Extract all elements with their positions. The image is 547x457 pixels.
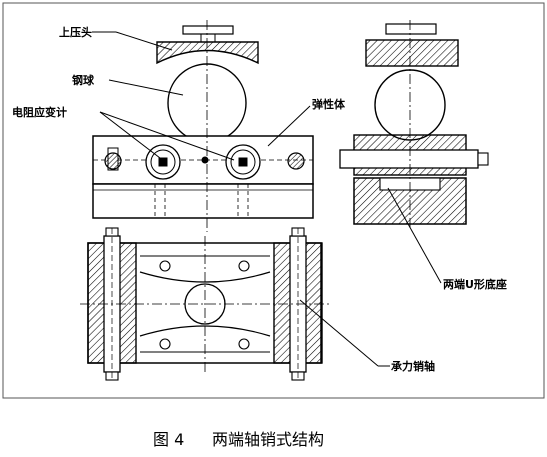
top-view [80,227,330,381]
front-view [92,20,314,232]
label-steel-ball: 钢球 [72,73,95,87]
label-upper-press-head: 上压头 [59,25,92,39]
figure-number: 图 4 [153,430,184,449]
label-elastic-body: 弹性体 [312,97,346,111]
side-press-head [365,39,459,67]
end-pin-left [104,152,122,170]
upper-press-head [156,41,259,65]
label-load-pin: 承力销轴 [391,359,435,373]
figure-border [2,2,545,399]
side-pin [339,149,479,169]
label-u-base: 两端U形底座 [443,277,507,291]
figure-title: 两端轴销式结构 [212,430,324,449]
leader-lines [92,31,442,367]
strain-gauge-right [238,157,248,167]
press-head-bolt [182,25,234,35]
side-view [339,20,489,230]
end-pin-right [287,152,305,170]
label-strain-gauge: 电阻应变计 [12,105,67,119]
base-front [92,183,314,219]
strain-gauge-left [158,157,168,167]
side-press-bolt [385,23,437,35]
